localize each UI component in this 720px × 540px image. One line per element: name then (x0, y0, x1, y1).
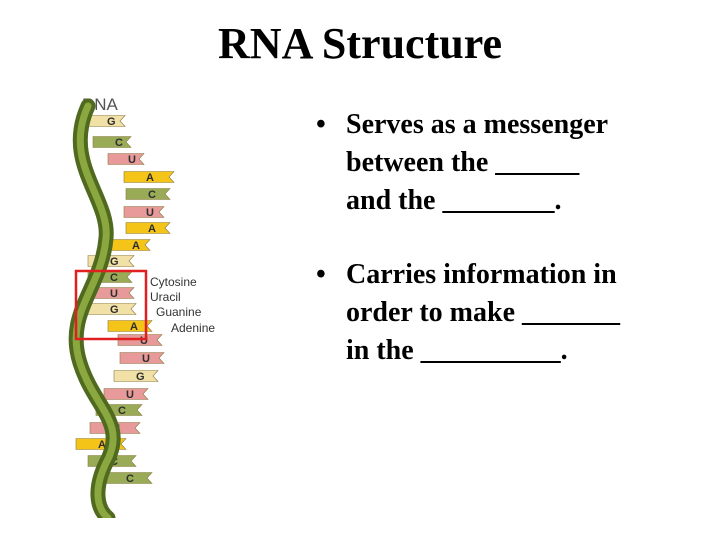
base-rung: G (87, 303, 137, 316)
bullet-list: • Serves as a messenger between the ____… (316, 106, 712, 370)
base-rung: A (125, 222, 171, 235)
slide-title: RNA Structure (218, 19, 502, 68)
bullet-line: in the __________. (346, 335, 568, 366)
bullet-icon: • (316, 259, 326, 290)
legend-label-cytosine: Cytosine (150, 275, 197, 289)
base-rung: A (107, 320, 153, 333)
base-letter: C (110, 272, 118, 284)
base-bar (123, 171, 175, 183)
base-bar (107, 153, 145, 165)
bullet-line: between the ______ (346, 147, 580, 178)
base-letter: G (107, 116, 116, 128)
base-letter: U (142, 353, 150, 365)
base-bar (113, 370, 159, 382)
base-rung: U (117, 334, 163, 347)
base-letter: U (128, 154, 136, 166)
legend-label-guanine: Guanine (156, 305, 202, 319)
base-rung: G (113, 370, 159, 383)
base-letter: U (110, 288, 118, 300)
base-letter: C (148, 189, 156, 201)
base-letter: A (132, 240, 140, 252)
base-letter: A (148, 223, 156, 235)
base-letter: U (140, 335, 148, 347)
base-letter: G (136, 371, 145, 383)
base-rung: U (123, 206, 165, 219)
base-letter: U (126, 389, 134, 401)
base-bar (123, 206, 165, 218)
base-bar (125, 222, 171, 234)
bullet-line: Carries information in (346, 259, 617, 290)
rna-backbone-highlight (72, 102, 117, 518)
base-letter: C (115, 137, 123, 149)
highlight-box (74, 269, 148, 341)
base-letter: A (98, 439, 106, 451)
legend-label-adenine: Adenine (171, 321, 215, 335)
base-bar (119, 352, 165, 364)
base-letter: A (130, 321, 138, 333)
bullet-line: and the ________. (346, 185, 562, 216)
base-rung: A (109, 239, 151, 252)
base-rung: U (107, 153, 145, 166)
bullet-line: Serves as a messenger (346, 109, 609, 140)
bullet-item: • Serves as a messenger between the ____… (316, 106, 712, 220)
bullet-icon: • (316, 109, 326, 140)
base-rung: C (125, 188, 171, 201)
base-rung: U (103, 388, 149, 401)
base-bar (125, 188, 171, 200)
bullet-line: order to make _______ (346, 297, 620, 328)
base-letter: C (126, 473, 134, 485)
base-letter: C (118, 405, 126, 417)
base-letter: G (110, 304, 119, 316)
legend-label-uracil: Uracil (150, 290, 181, 304)
base-bar (92, 136, 132, 148)
base-rung: U (119, 352, 165, 365)
base-letter: U (146, 207, 154, 219)
base-bar (107, 320, 153, 332)
base-bar (109, 239, 151, 251)
base-rung: A (123, 171, 175, 184)
bullet-item: • Carries information in order to make _… (316, 256, 712, 370)
base-letter: A (146, 172, 154, 184)
base-rung: C (92, 136, 132, 149)
base-letter: G (110, 256, 119, 268)
base-rung: C (103, 472, 153, 485)
